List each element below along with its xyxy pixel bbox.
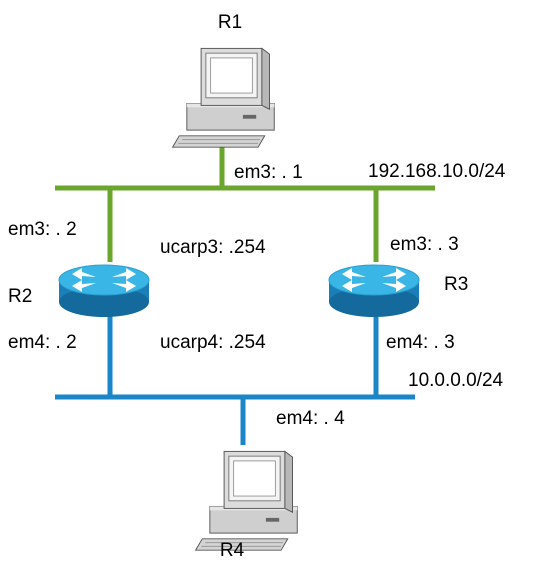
ucarp4-label: ucarp4: .254 xyxy=(160,332,266,353)
green-subnet-label: 192.168.10.0/24 xyxy=(368,161,506,182)
computer-icon xyxy=(195,450,298,551)
r1-em3-label: em3: . 1 xyxy=(234,162,303,183)
router-r2-label: R2 xyxy=(8,286,32,307)
blue-subnet-label: 10.0.0.0/24 xyxy=(408,370,504,391)
host-r4-label: R4 xyxy=(220,540,245,561)
r3-em4-label: em4: . 3 xyxy=(386,332,455,353)
host-r1: R1 xyxy=(172,12,275,148)
blue-network xyxy=(55,310,415,445)
r2-em3-label: em3: . 2 xyxy=(8,219,77,240)
r2-em4-label: em4: . 2 xyxy=(8,332,77,353)
router-icon xyxy=(58,264,150,318)
router-icon xyxy=(328,264,420,318)
router-r3: R3 xyxy=(328,264,468,318)
host-r1-label: R1 xyxy=(218,12,242,33)
router-r3-label: R3 xyxy=(444,274,468,295)
router-r2: R2 xyxy=(8,264,150,318)
host-r4: R4 xyxy=(195,450,298,561)
ucarp3-label: ucarp3: .254 xyxy=(160,237,266,258)
r3-em3-label: em3: . 3 xyxy=(390,234,459,255)
r4-em4-label: em4: . 4 xyxy=(276,408,345,429)
computer-icon xyxy=(172,47,275,148)
